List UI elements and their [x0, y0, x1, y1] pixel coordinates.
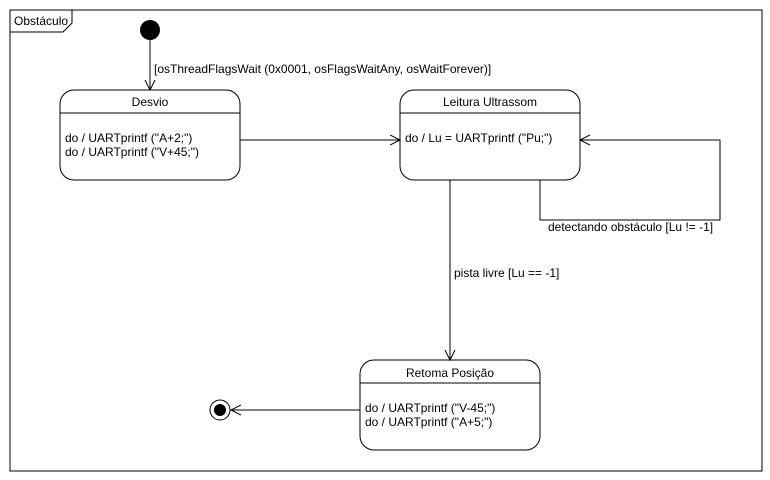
initial-transition-guard: [osThreadFlagsWait (0x0001, osFlagsWaitA… [154, 62, 491, 76]
self-loop-label: detectando obstáculo [Lu != -1] [548, 220, 713, 234]
state-retoma-posicao: Retoma Posição do / UARTprintf ("V-45;")… [359, 359, 541, 451]
state-leitura-action-1: do / Lu = UARTprintf ("Pu;") [405, 131, 552, 145]
state-desvio-action-2: do / UARTprintf ("V+45;") [65, 145, 199, 159]
state-desvio: Desvio do / UARTprintf ("A+2;") do / UAR… [59, 89, 241, 181]
state-retoma-action-2: do / UARTprintf ("A+5;") [365, 415, 492, 429]
final-state [209, 399, 231, 421]
initial-transition: [osThreadFlagsWait (0x0001, osFlagsWaitA… [150, 40, 491, 90]
transition-leitura-to-retoma: pista livre [Lu == -1] [450, 180, 559, 360]
state-desvio-name: Desvio [132, 95, 169, 109]
state-retoma-name: Retoma Posição [406, 366, 494, 380]
state-leitura-ultrassom: Leitura Ultrassom do / Lu = UARTprintf (… [399, 89, 581, 181]
to-retoma-label: pista livre [Lu == -1] [454, 266, 559, 280]
state-desvio-action-1: do / UARTprintf ("A+2;") [65, 131, 192, 145]
transition-self-loop: detectando obstáculo [Lu != -1] [539, 140, 721, 234]
frame-title: Obstáculo [14, 14, 68, 28]
state-retoma-action-1: do / UARTprintf ("V-45;") [365, 401, 495, 415]
initial-state [140, 20, 160, 40]
state-leitura-name: Leitura Ultrassom [443, 95, 537, 109]
